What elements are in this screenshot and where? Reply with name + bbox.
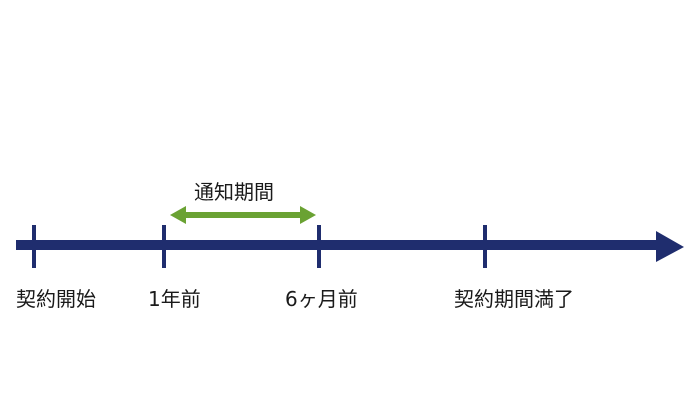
notice-period-arrowhead-left xyxy=(170,206,186,224)
tick-label-contract-end: 契約期間満了 xyxy=(454,287,574,311)
tick-label-one-year-before: 1年前 xyxy=(148,287,201,311)
timeline-arrowhead xyxy=(656,231,684,262)
notice-period-arrowhead-right xyxy=(300,206,316,224)
tick-label-six-months-before: 6ヶ月前 xyxy=(285,287,358,311)
notice-period-label: 通知期間 xyxy=(194,180,274,204)
tick-label-contract-start: 契約開始 xyxy=(16,287,96,311)
